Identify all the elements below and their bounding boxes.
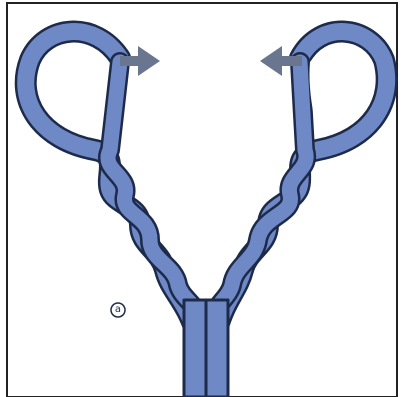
rope-shaft [184, 300, 228, 397]
panel-label: a [109, 301, 127, 319]
